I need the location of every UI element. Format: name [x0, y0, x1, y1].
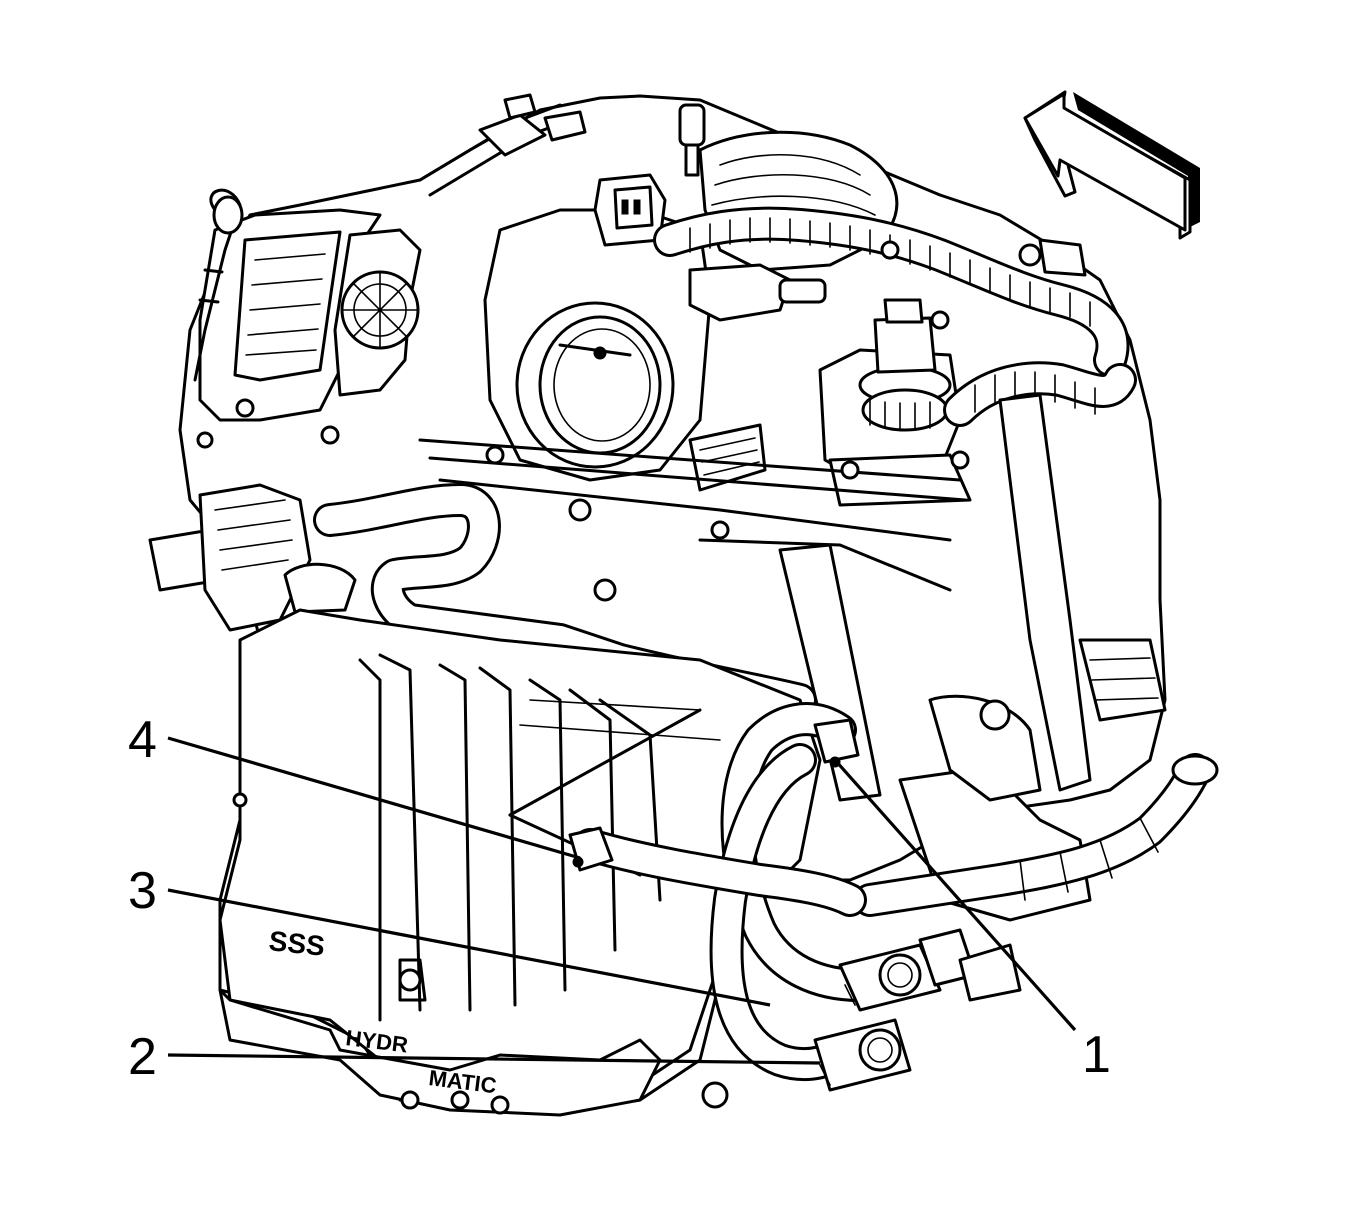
callout-3: 3 — [128, 862, 157, 920]
transmission-badge: SSS — [267, 925, 326, 962]
leader-line-1 — [833, 758, 1077, 1032]
callout-4: 4 — [128, 711, 157, 769]
leader-line-3 — [167, 888, 771, 1007]
callout-1: 1 — [1082, 1026, 1111, 1084]
leader-lines — [167, 736, 1077, 1065]
engine-assembly — [148, 93, 1219, 1117]
leader-line-2 — [167, 1053, 821, 1065]
orientation-arrow-icon — [1023, 90, 1200, 240]
callout-2: 2 — [128, 1028, 157, 1086]
leader-line-4 — [167, 736, 581, 860]
